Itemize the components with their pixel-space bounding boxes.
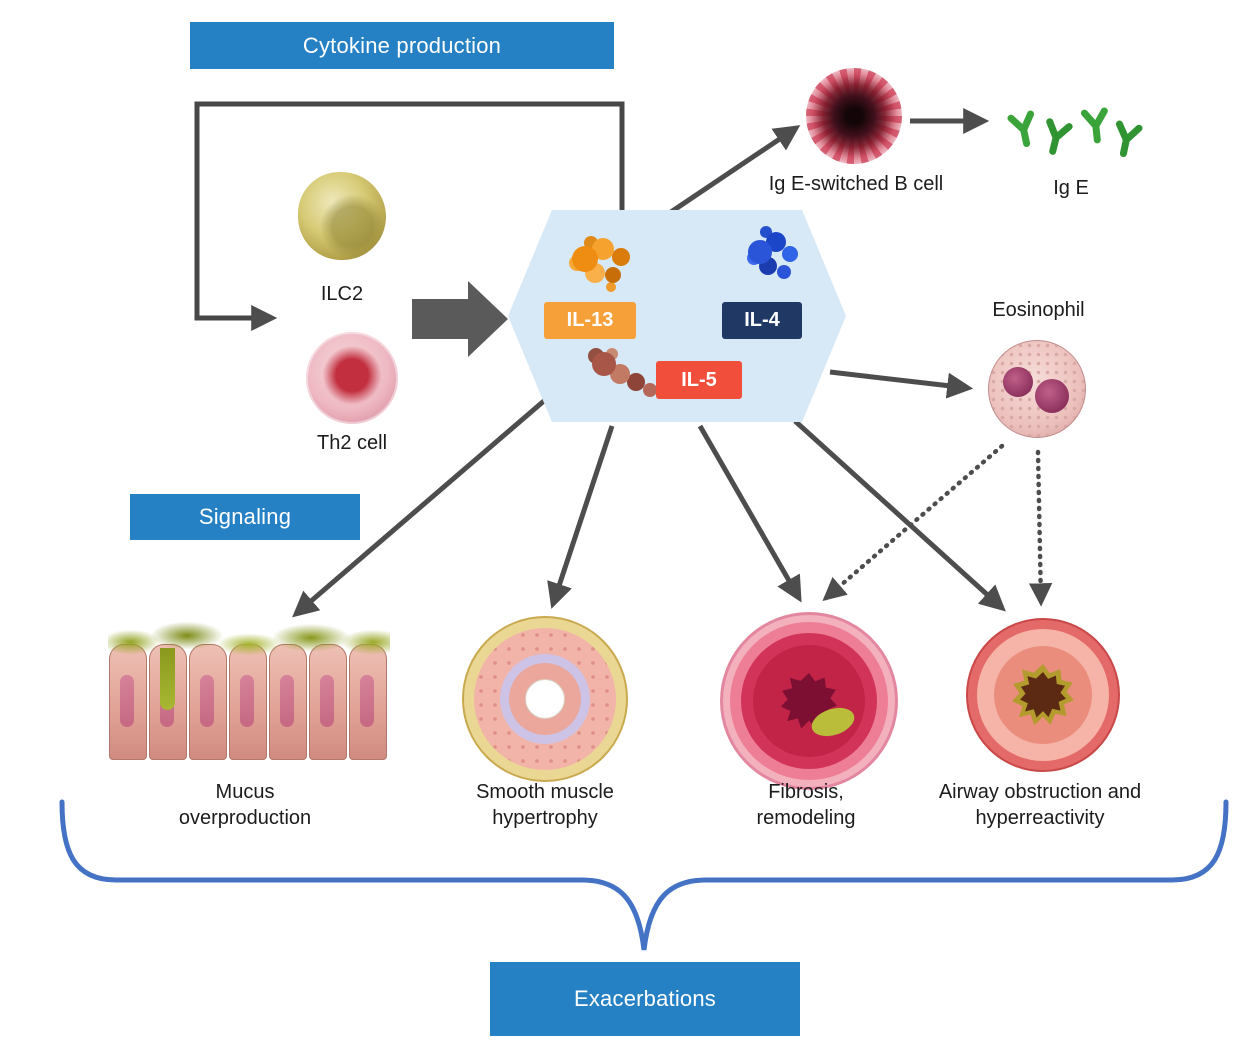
epithelial-cell — [229, 644, 267, 760]
cell-nucleus-icon — [240, 675, 254, 727]
muscle-ring-icon — [474, 628, 616, 770]
eosinophil-label: Eosinophil — [992, 299, 1085, 321]
arrow-hexagon-to-airway — [793, 419, 1006, 612]
il13-molecule-icon — [572, 246, 598, 272]
fibrosis-remodeling-label: Fibrosis, remodeling — [756, 781, 856, 830]
airway-lumen-icon — [525, 679, 565, 719]
cell-nucleus-icon — [120, 675, 134, 727]
mucus-overproduction-illustration — [108, 618, 390, 764]
il4-label: IL-4 — [744, 309, 780, 331]
cell-nucleus-icon — [360, 675, 374, 727]
outer-wall-icon — [977, 629, 1109, 761]
thickened-wall-icon — [741, 633, 877, 769]
il5-badge: IL-5 — [656, 361, 742, 399]
ige-antibodies-icon — [1007, 107, 1143, 158]
dotted-arrow-eosinophil-to-airway — [1028, 449, 1053, 607]
membrane-ring-icon — [500, 654, 590, 744]
mucus-drip-icon — [160, 648, 175, 710]
cell-nucleus-icon — [200, 675, 214, 727]
eosinophil-nucleus-icon — [1035, 379, 1069, 413]
ige-label: Ig E — [1053, 177, 1089, 199]
epithelial-cell — [309, 644, 347, 760]
epithelial-cell — [189, 644, 227, 760]
smooth-muscle-hypertrophy-illustration — [462, 616, 628, 782]
smooth-muscle-hypertrophy-label: Smooth muscle hypertrophy — [476, 781, 614, 830]
eosinophil-cell-illustration — [988, 340, 1086, 438]
exacerbations-box: Exacerbations — [490, 962, 800, 1036]
epithelial-cells — [108, 644, 388, 760]
cell-nucleus-icon — [320, 675, 334, 727]
exacerbations-label: Exacerbations — [573, 986, 716, 1011]
fibrosis-remodeling-illustration — [720, 612, 898, 790]
mucus-overproduction-label: Mucus overproduction — [178, 781, 312, 830]
airway-obstruction-illustration — [966, 618, 1120, 772]
eosinophil-nucleus-icon — [1003, 367, 1033, 397]
cytokine-production-box: Cytokine production — [190, 22, 614, 69]
il5-molecule-icon — [592, 352, 616, 376]
epithelial-cell — [269, 644, 307, 760]
block-arrow-cells-to-cytokines — [412, 281, 508, 357]
epithelial-cell — [109, 644, 147, 760]
ige-switched-bcell-label: Ig E-switched B cell — [768, 173, 944, 195]
ilc2-label: ILC2 — [320, 283, 364, 305]
arrow-hexagon-to-fibrosis — [697, 424, 802, 603]
il5-label: IL-5 — [681, 368, 717, 391]
outer-wall-icon — [730, 622, 888, 780]
il4-badge: IL-4 — [722, 302, 802, 339]
th2-label: Th2 cell — [316, 432, 388, 454]
il4-molecule-icon — [748, 240, 772, 264]
dotted-arrow-eosinophil-to-fibrosis — [822, 443, 1005, 602]
ige-switched-bcell-illustration — [806, 68, 902, 164]
arrow-hexagon-to-smooth-muscle — [547, 425, 615, 609]
cytokine-production-label: Cytokine production — [302, 32, 502, 58]
cell-nucleus-icon — [280, 675, 294, 727]
swollen-wall-icon — [994, 646, 1092, 744]
signaling-box: Signaling — [130, 494, 360, 540]
arrow-hexagon-to-eosinophil — [829, 369, 974, 399]
inner-ring-icon — [509, 663, 581, 735]
muscle-layer-icon — [753, 645, 865, 757]
epithelial-cell — [349, 644, 387, 760]
ilc2-cell-illustration — [298, 172, 386, 260]
mucus-layer-icon — [108, 618, 390, 662]
signaling-label: Signaling — [198, 504, 292, 529]
th2-cell-illustration — [306, 332, 398, 424]
il13-label: IL-13 — [566, 309, 614, 331]
airway-obstruction-label: Airway obstruction and hyperreactivity — [938, 781, 1142, 830]
il13-badge: IL-13 — [544, 302, 636, 339]
